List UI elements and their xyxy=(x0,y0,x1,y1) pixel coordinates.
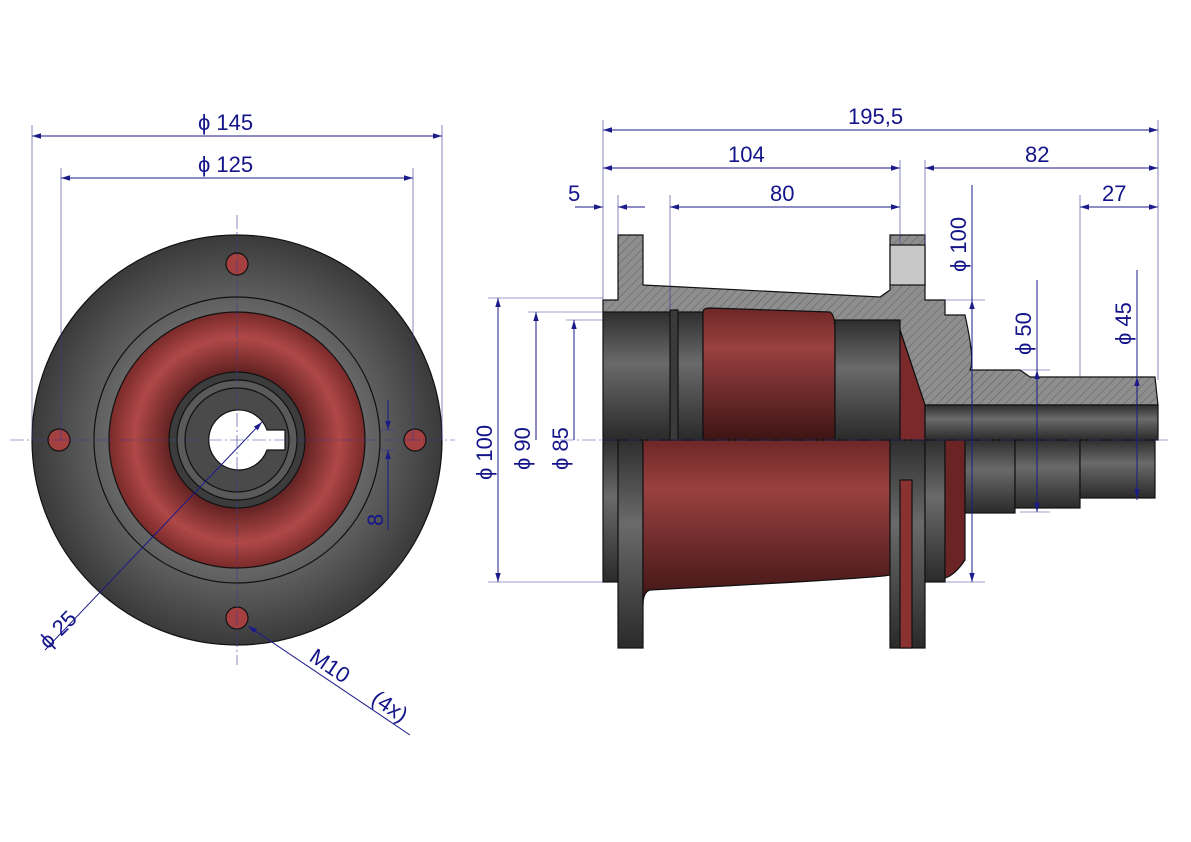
bearing-85-label: ϕ 85 xyxy=(548,427,573,470)
front-view: ϕ 145 ϕ 125 ϕ 25 M10 (4x) 8 xyxy=(10,110,455,736)
bolt-circle-label: ϕ 125 xyxy=(198,152,253,177)
shaft-45-label: ϕ 45 xyxy=(1111,302,1136,345)
flange-right-label: ϕ 100 xyxy=(946,217,971,272)
dim-bore-leader xyxy=(44,421,263,651)
shaft-end-label: 27 xyxy=(1102,181,1126,206)
bearing-90-label: ϕ 90 xyxy=(510,427,535,470)
left-flange xyxy=(617,439,644,649)
bearing-span-label: 80 xyxy=(770,181,794,206)
bolt-thread-section xyxy=(889,244,926,286)
flange-offset-label: 5 xyxy=(568,181,580,206)
keyed-bore xyxy=(208,409,286,471)
shaft-50-label: ϕ 50 xyxy=(1011,312,1036,355)
shaft xyxy=(964,439,1016,514)
body-length-label: 104 xyxy=(728,142,765,167)
shaft-bore xyxy=(924,404,1159,441)
overall-length-label: 195,5 xyxy=(848,104,903,129)
bearing-seat xyxy=(602,311,704,441)
outer-diameter-label: ϕ 145 xyxy=(198,110,253,135)
keyway-width-label: 8 xyxy=(363,514,388,526)
dim-bolt-leader xyxy=(247,625,411,736)
painted-body xyxy=(642,439,891,606)
side-view: 195,5 104 82 5 80 27 ϕ 100 ϕ 90 ϕ 85 ϕ 1… xyxy=(472,104,1170,649)
outer-bore-label: ϕ 100 xyxy=(472,425,497,480)
bearing xyxy=(702,307,836,441)
bolt-count-label: (4x) xyxy=(367,685,412,727)
bore-diameter-label: ϕ 25 xyxy=(34,606,82,654)
shaft-length-label: 82 xyxy=(1025,142,1049,167)
